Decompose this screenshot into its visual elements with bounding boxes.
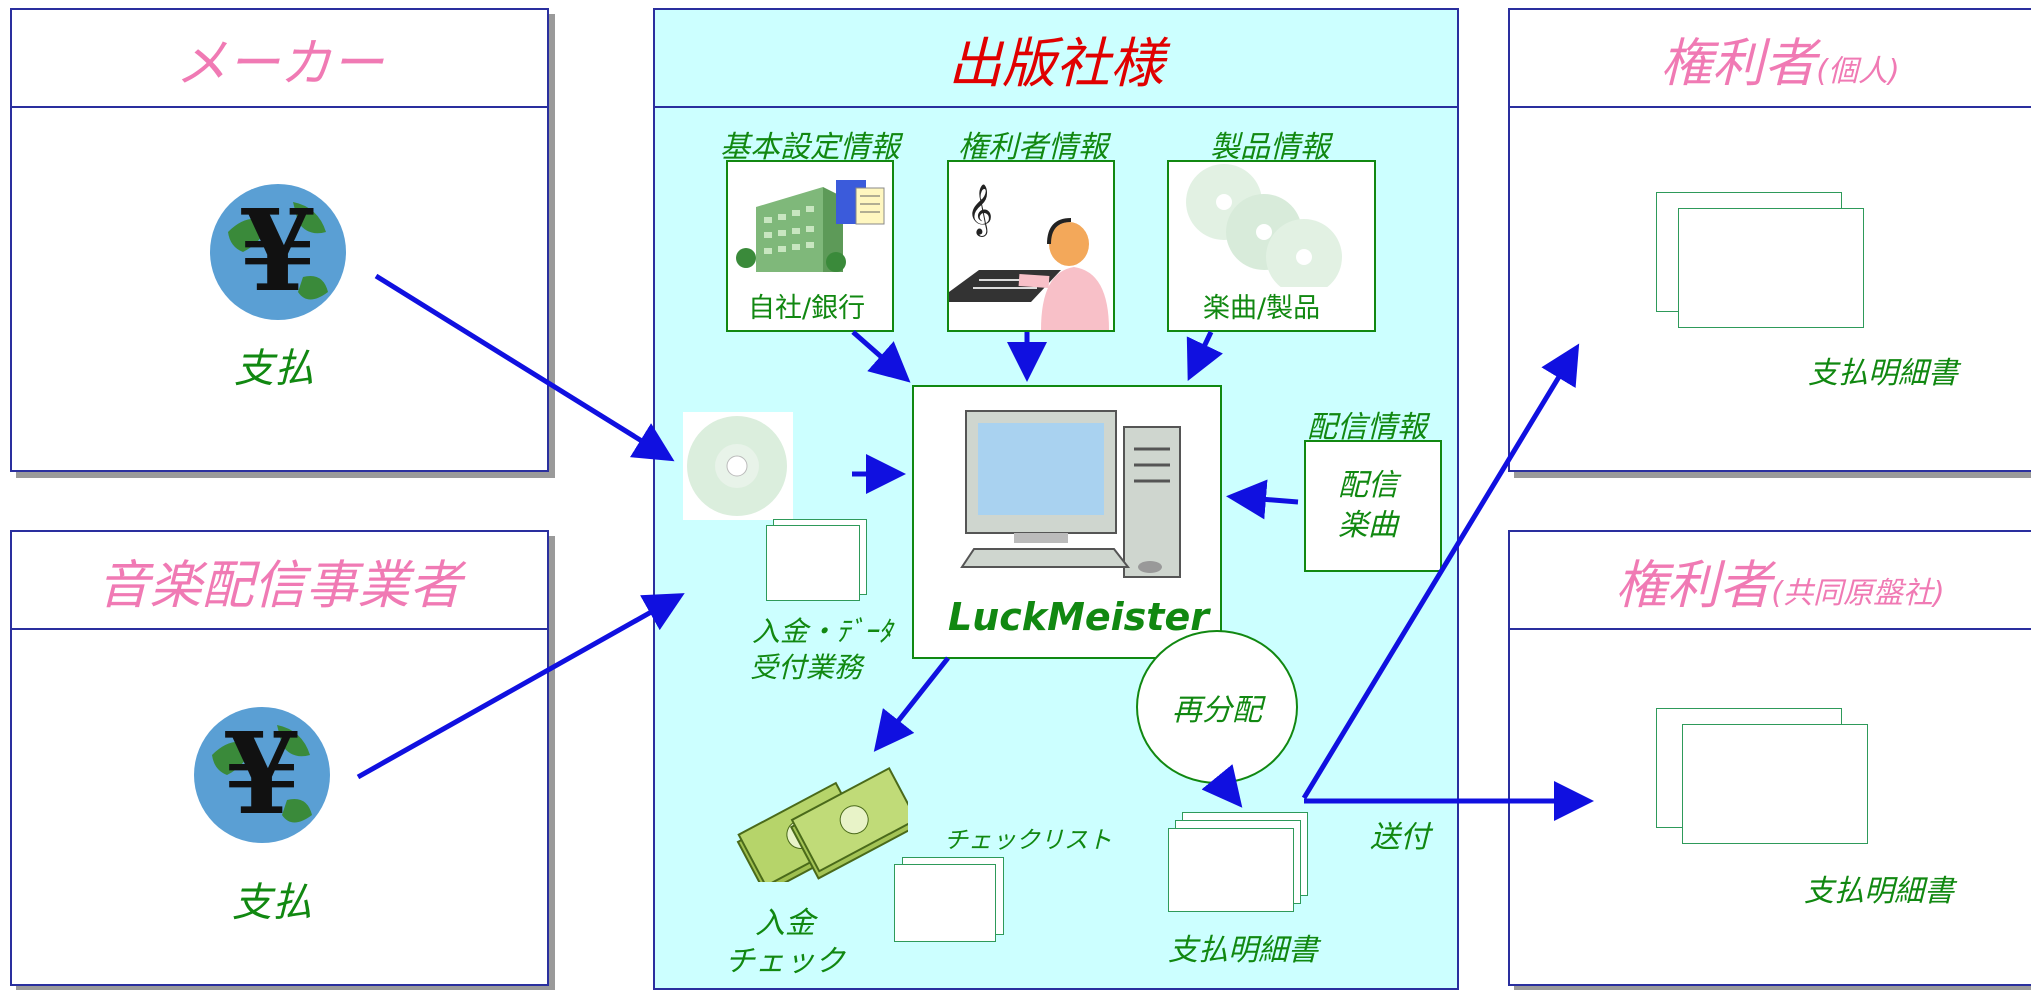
- product-box: 楽曲/製品: [1167, 160, 1376, 332]
- maker-title: メーカー: [175, 33, 384, 94]
- payment-check-label-2: チェック: [725, 944, 845, 979]
- publisher-panel-header: 出版社様: [655, 10, 1457, 108]
- statement-label: 支払明細書: [1168, 933, 1318, 968]
- money-icon: [728, 762, 918, 895]
- intake-label-1: 入金・ﾃﾞｰﾀ: [752, 615, 893, 648]
- arrow-system-to-money: [873, 656, 950, 752]
- arrow-maker-to-publisher: [374, 273, 675, 462]
- arrow-delivery-to-system: [1226, 479, 1299, 520]
- publisher-title: 出版社様: [948, 31, 1164, 95]
- company-bank-caption: 自社/銀行: [748, 293, 866, 324]
- basic-info-heading: 基本設定情報: [720, 130, 900, 165]
- delivery-caption-2: 楽曲: [1338, 508, 1398, 543]
- yen-globe-icon: ¥: [192, 705, 332, 845]
- maker-payment-label: 支払: [234, 346, 314, 392]
- intake-label-2: 受付業務: [750, 651, 863, 684]
- product-info-heading: 製品情報: [1210, 130, 1330, 165]
- redistribute-label: 再分配: [1172, 693, 1262, 728]
- luckmeister-box: LuckMeister: [912, 385, 1222, 659]
- cd-icon: [683, 412, 793, 520]
- arrow-basic-to-system: [851, 330, 911, 383]
- delivery-info-heading: 配信情報: [1307, 410, 1427, 445]
- individual-title: 権利者(個人): [1660, 33, 1900, 94]
- payment-check-label-1: 入金: [755, 906, 815, 941]
- rights-holder-box: 𝄞: [947, 160, 1115, 332]
- yen-globe-icon: ¥: [208, 182, 348, 322]
- arrow-redistribute-to-statements: [1201, 764, 1243, 808]
- statement-doc-3: [1168, 828, 1294, 912]
- individual-statement-front: [1678, 208, 1864, 328]
- delivery-caption-1: 配信: [1338, 468, 1398, 503]
- svg-text:¥: ¥: [239, 186, 317, 317]
- redistribute-node: 再分配: [1136, 630, 1298, 784]
- joint-panel-header: 権利者(共同原盤社): [1510, 532, 2031, 630]
- system-name: LuckMeister: [948, 595, 1209, 639]
- product-caption: 楽曲/製品: [1203, 293, 1321, 324]
- joint-statement-label: 支払明細書: [1804, 874, 1954, 909]
- distributor-payment-label: 支払: [232, 880, 312, 926]
- svg-text:𝄞: 𝄞: [967, 184, 993, 237]
- checklist-label: チェックリスト: [944, 826, 1112, 854]
- arrow-send-to-individual: [1301, 343, 1580, 800]
- individual-panel-header: 権利者(個人): [1510, 10, 2031, 108]
- joint-title: 権利者(共同原盤社): [1615, 555, 1945, 616]
- delivery-box: 配信 楽曲: [1304, 440, 1442, 572]
- svg-text:¥: ¥: [223, 709, 301, 840]
- maker-panel-header: メーカー: [12, 10, 547, 108]
- rights-info-heading: 権利者情報: [958, 130, 1108, 165]
- distributor-title: 音楽配信事業者: [97, 555, 462, 616]
- send-label: 送付: [1370, 820, 1430, 855]
- arrow-product-to-system: [1186, 330, 1223, 382]
- individual-statement-label: 支払明細書: [1808, 356, 1958, 391]
- company-bank-box: 自社/銀行: [726, 160, 894, 332]
- arrow-distributor-to-publisher: [356, 593, 685, 780]
- intake-doc-front: [766, 525, 860, 601]
- joint-statement-front: [1682, 724, 1868, 844]
- checklist-doc-front: [894, 864, 996, 942]
- distributor-panel-header: 音楽配信事業者: [12, 532, 547, 630]
